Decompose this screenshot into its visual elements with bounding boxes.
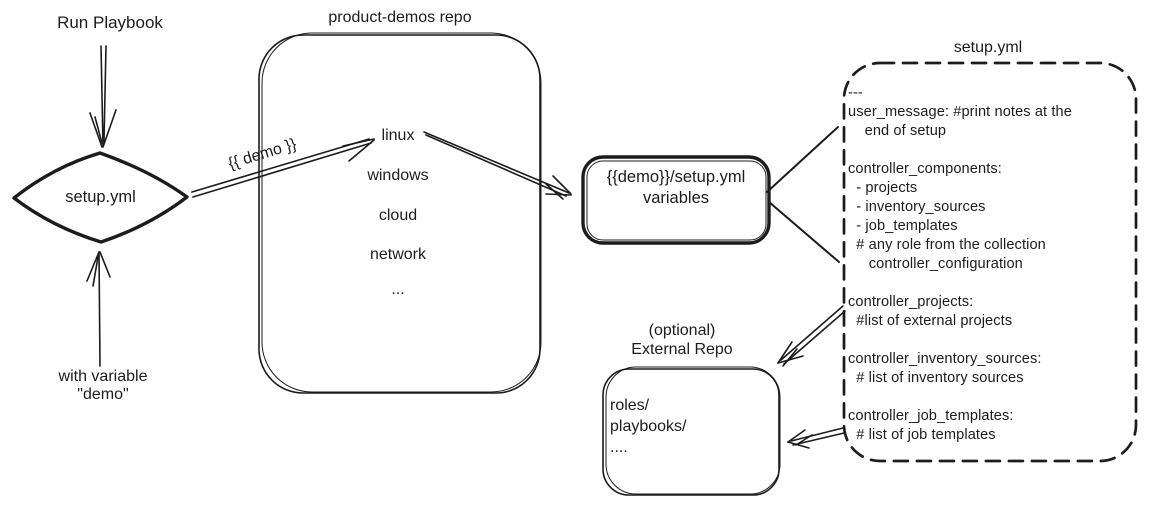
yaml-line: controller_configuration: [848, 256, 1023, 272]
yaml-line: # any role from the collection: [848, 237, 1046, 253]
yaml-line: controller_projects:: [848, 294, 974, 310]
setup-yml-diamond-label: setup.yml: [65, 188, 136, 206]
yaml-line: controller_inventory_sources:: [848, 351, 1042, 367]
repo-item-cloud: cloud: [378, 207, 418, 224]
yaml-line: [848, 274, 1072, 293]
yaml-line: #list of external projects: [848, 313, 1013, 329]
yaml-line: ---: [848, 85, 863, 101]
external-repo-line: ....: [610, 439, 628, 456]
external-repo-content: roles/ playbooks/ ....: [610, 395, 687, 458]
variables-box: [581, 155, 771, 245]
yaml-line: # list of inventory sources: [848, 370, 1024, 386]
repo-item-network: network: [369, 246, 427, 263]
product-demos-repo-box: [258, 32, 542, 394]
yaml-line: [848, 388, 1072, 407]
linux-to-variables-arrow: [423, 131, 572, 200]
repo-item-ellipsis: ...: [391, 281, 405, 298]
setup-yml-title: setup.yml: [953, 39, 1023, 56]
repo-item-linux: linux: [381, 127, 415, 144]
product-demos-repo-title: product-demos repo: [328, 9, 472, 26]
with-variable-arrow: [86, 251, 111, 367]
setup-yml-diamond: [12, 151, 189, 244]
yaml-line: end of setup: [848, 123, 947, 139]
run-playbook-arrow: [89, 45, 117, 148]
yaml-line: controller_job_templates:: [848, 408, 1014, 424]
variables-box-label: {{demo}}/setup.yml variables: [583, 167, 769, 209]
yaml-line: [848, 141, 1072, 160]
setup-to-external-arrow-bottom: [787, 427, 845, 449]
yaml-line: - projects: [848, 180, 918, 196]
setup-yml-dashed-box: [842, 61, 1138, 463]
yaml-line: - inventory_sources: [848, 199, 986, 215]
setup-to-external-arrow-top: [777, 305, 846, 367]
external-repo-line: roles/: [610, 397, 650, 414]
setup-yml-content: --- user_message: #print notes at the en…: [848, 84, 1072, 445]
yaml-line: [848, 331, 1072, 350]
external-repo-title: (optional) External Repo: [631, 322, 733, 358]
variables-box-label-line1: {{demo}}/setup.yml: [606, 168, 746, 186]
with-variable-label: with variable "demo": [58, 368, 148, 403]
variables-to-setup-fan-lines: [766, 126, 840, 263]
run-playbook-label: Run Playbook: [57, 13, 163, 32]
variables-box-label-line2: variables: [642, 189, 710, 207]
yaml-line: controller_components:: [848, 161, 1002, 177]
repo-item-windows: windows: [367, 167, 429, 184]
external-repo-box: [602, 366, 781, 496]
yaml-line: - job_templates: [848, 218, 958, 234]
demo-arrow: [191, 138, 375, 198]
external-repo-line: playbooks/: [610, 418, 687, 435]
yaml-line: # list of job templates: [848, 427, 996, 443]
yaml-line: user_message: #print notes at the: [848, 104, 1072, 120]
